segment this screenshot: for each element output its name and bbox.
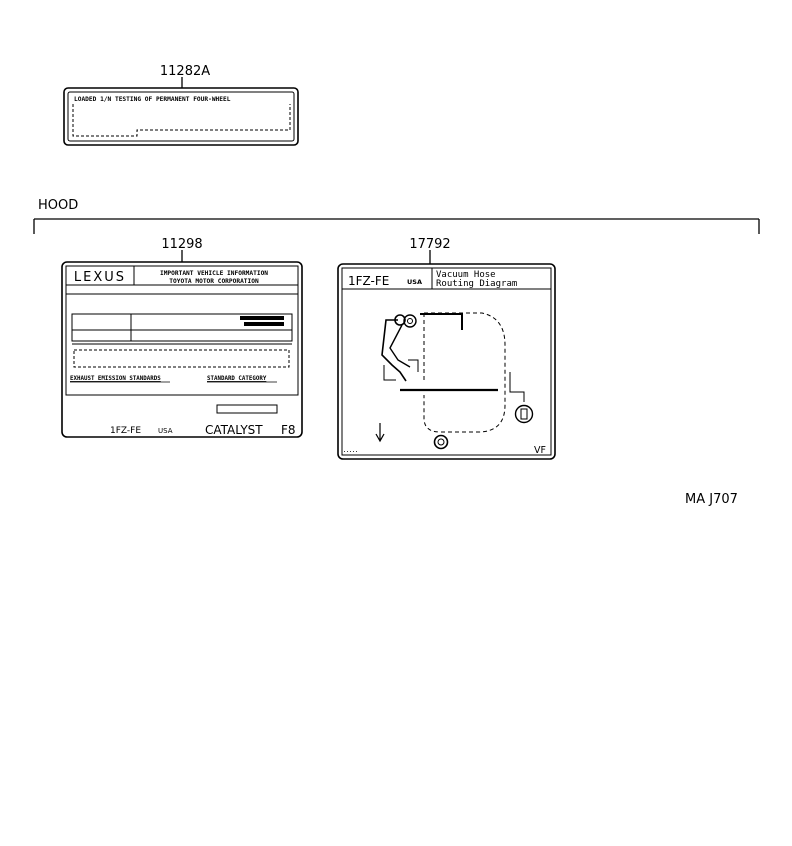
label-11298: 11298 LEXUS IMPORTANT VEHICLE INFORMATIO… — [61, 237, 303, 438]
table-mark — [244, 322, 284, 326]
label-11282a: 11282A LOADED 1/N TESTING OF PERMANENT F… — [63, 64, 299, 146]
bottom-port — [433, 434, 449, 450]
hood-group: HOOD — [33, 198, 760, 234]
label-inner-panel — [65, 265, 299, 396]
corner-code: VF — [534, 445, 546, 456]
label-inner-border — [341, 267, 552, 456]
vsv-circle — [514, 404, 534, 424]
label-outline — [63, 87, 299, 146]
market-code: USA — [407, 278, 422, 286]
dashed-cutout — [72, 104, 291, 137]
vsv-hose — [509, 372, 525, 402]
vacuum-hose-diagram — [375, 312, 534, 450]
blank-box — [216, 404, 278, 414]
label-inner-border — [67, 91, 295, 142]
title-line-1: Vacuum Hose — [436, 270, 496, 280]
port-circle-large — [403, 314, 417, 328]
part-number-17792: 17792 — [409, 237, 450, 252]
dashed-component-outline — [423, 312, 506, 433]
exhaust-standards-caption: EXHAUST EMISSION STANDARDS — [70, 376, 161, 382]
table-mark — [240, 316, 284, 320]
info-table — [71, 313, 293, 342]
dashed-field — [73, 349, 290, 368]
port-circle — [394, 314, 406, 326]
bottom-port-inner — [437, 438, 445, 446]
part-number-11298: 11298 — [161, 237, 202, 252]
label-11282a-text: LOADED 1/N TESTING OF PERMANENT FOUR-WHE… — [74, 96, 231, 103]
hose-left-1 — [381, 319, 407, 382]
standard-category-caption: STANDARD CATEGORY — [207, 376, 267, 382]
title-line-2: TOYOTA MOTOR CORPORATION — [169, 278, 259, 285]
label-outline — [61, 261, 303, 438]
vsv-inner — [520, 408, 528, 420]
catalyst-code: F8 — [281, 423, 296, 437]
catalyst-label: CATALYST — [205, 423, 263, 437]
engine-code: 1FZ-FE — [110, 426, 141, 436]
market-code: USA — [158, 427, 173, 435]
small-code: ..... — [343, 448, 358, 454]
bracket-lines — [383, 359, 419, 381]
brand-lexus: LEXUS — [74, 270, 126, 285]
part-number-11282a: 11282A — [160, 64, 210, 79]
label-outline — [337, 263, 556, 460]
title-line-1: IMPORTANT VEHICLE INFORMATION — [160, 270, 268, 277]
label-17792: 17792 1FZ-FE USA Vacuum Hose Routing Dia… — [337, 237, 556, 460]
hose-left-2 — [389, 324, 411, 368]
front-arrow-icon — [375, 423, 385, 443]
hood-label: HOOD — [38, 198, 78, 213]
diagram-code: MA J707 — [685, 492, 738, 507]
engine-code: 1FZ-FE — [348, 274, 389, 288]
port-circle-inner — [407, 318, 413, 324]
title-line-2: Routing Diagram — [436, 279, 517, 289]
